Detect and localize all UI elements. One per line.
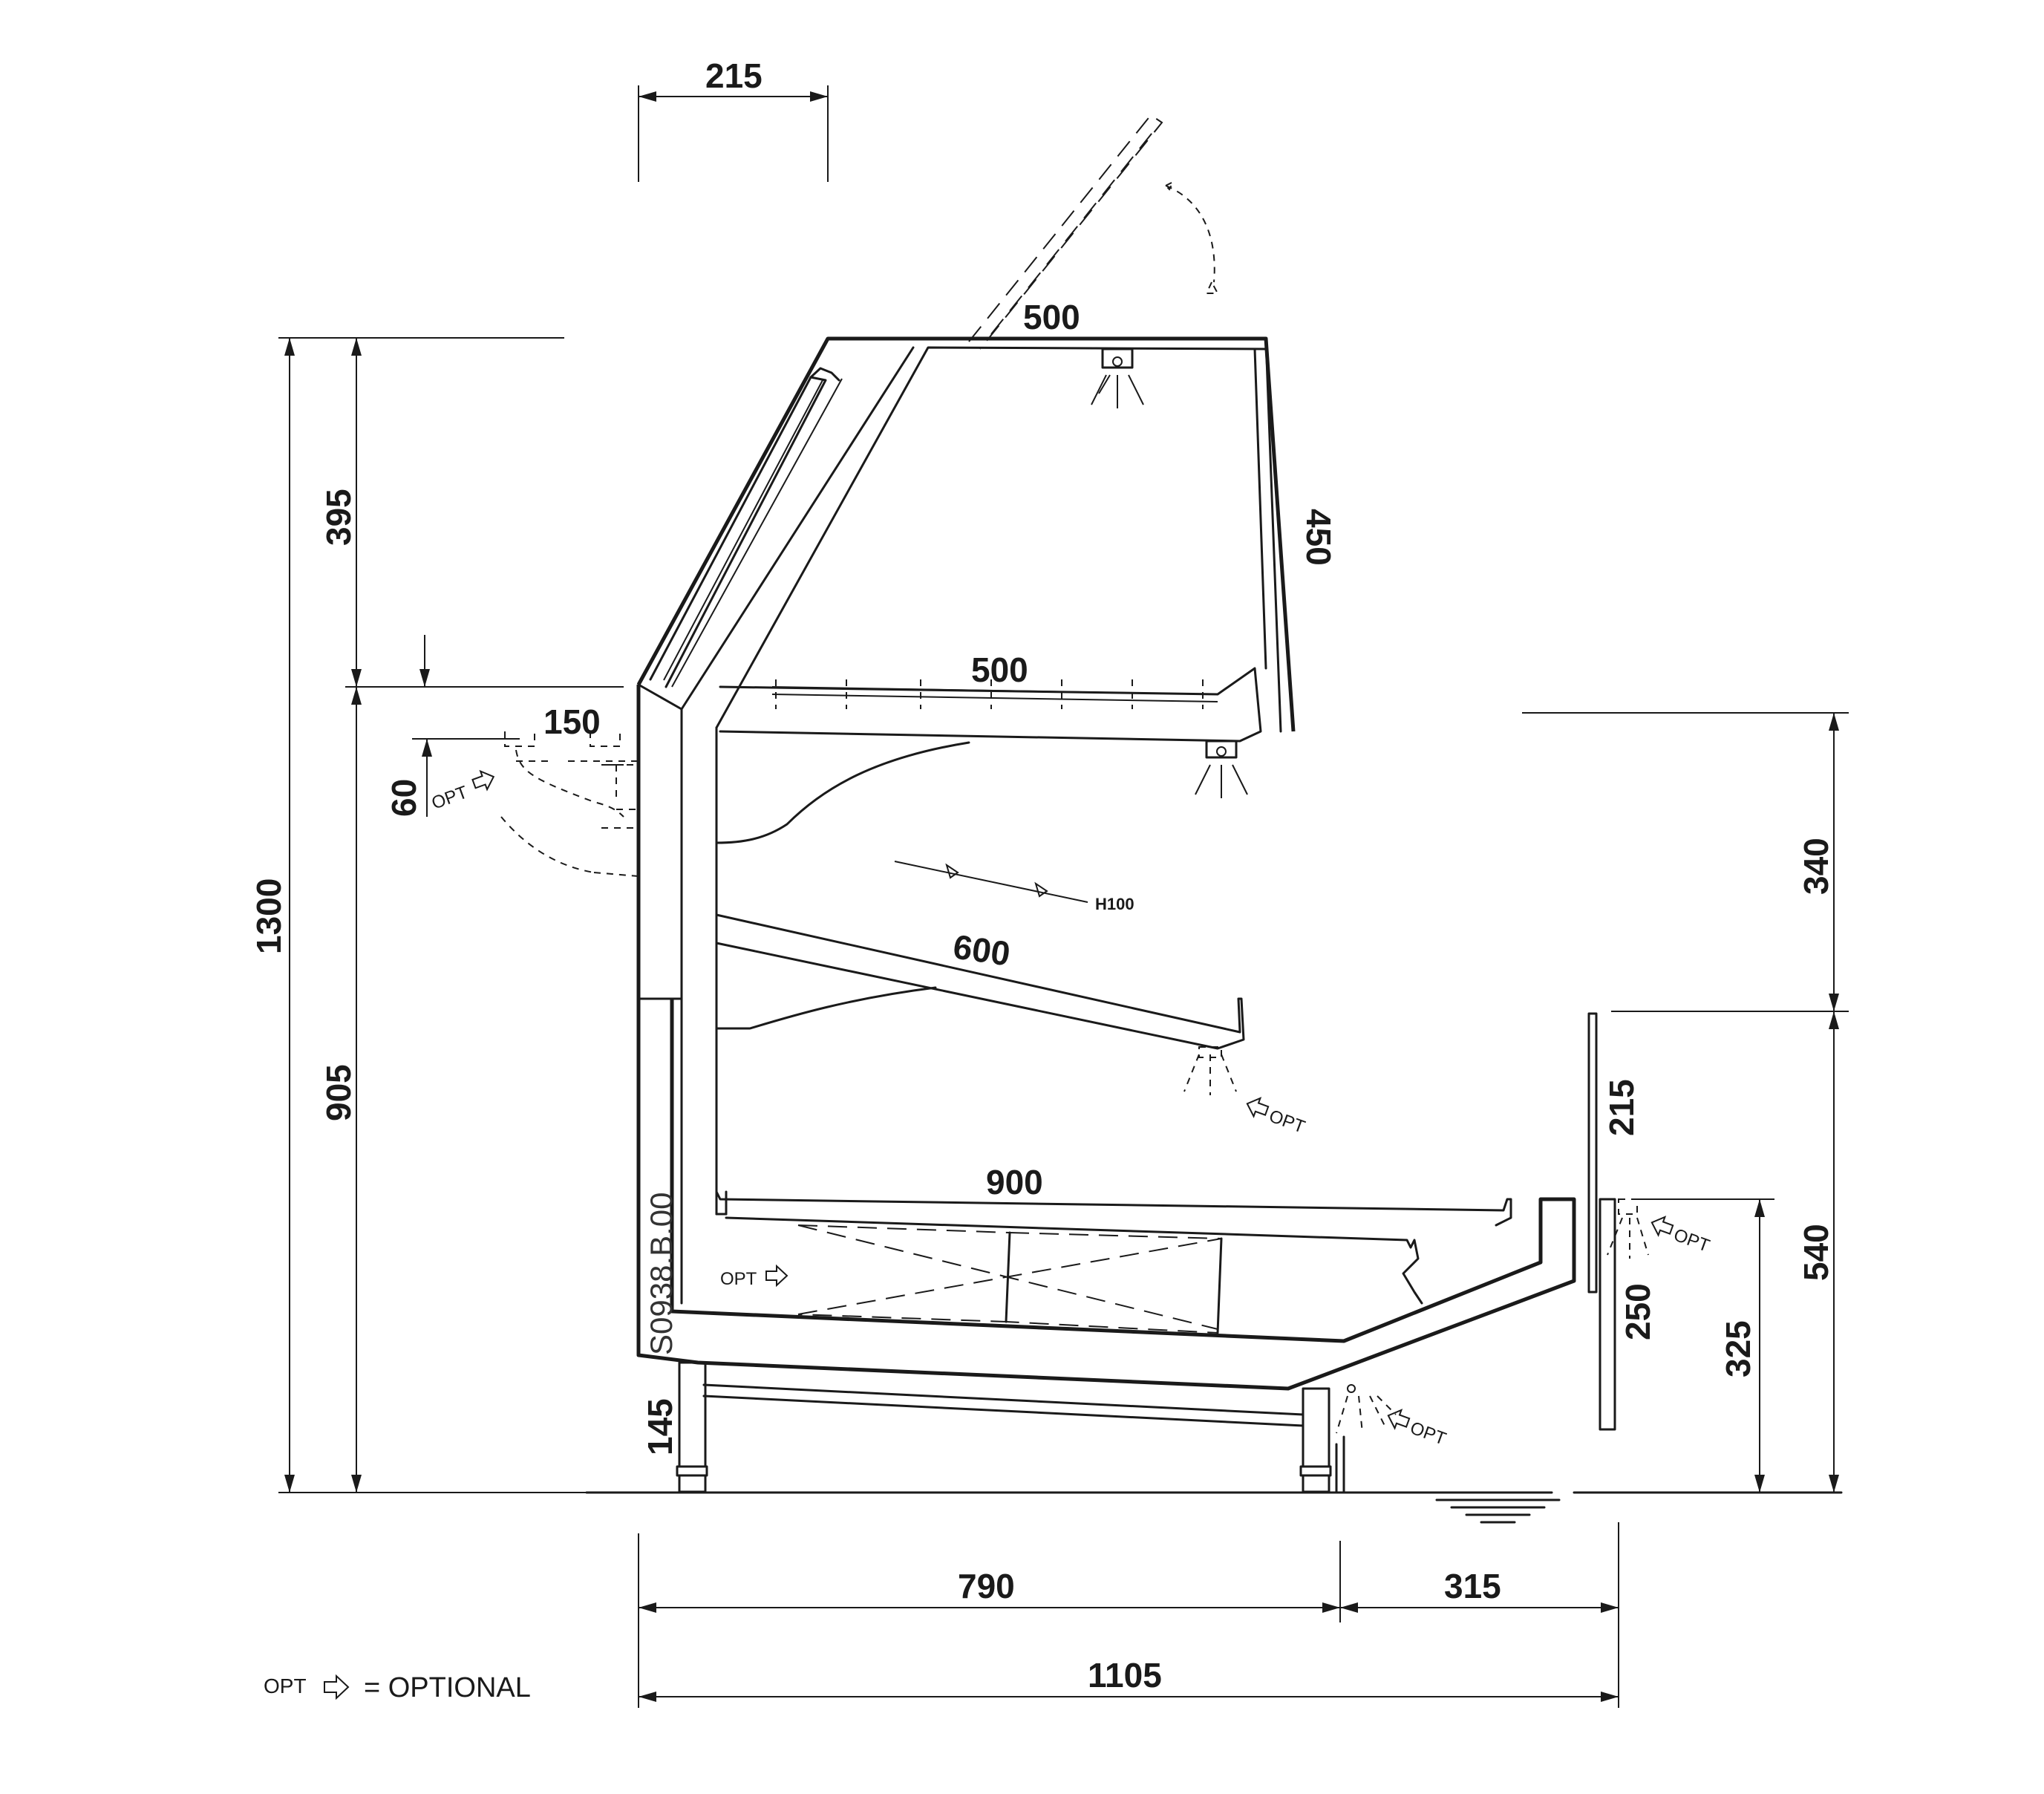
- dimension-labels: 215 500 450 500 150 60 600 900 1300 395 …: [249, 56, 1835, 1694]
- legend-opt-arrow-icon: [324, 1674, 350, 1700]
- dim-315: 315: [1444, 1567, 1501, 1605]
- dim-450-slope: 450: [1299, 509, 1338, 566]
- dimension-lines: [278, 85, 1849, 1708]
- dim-145: 145: [641, 1398, 679, 1455]
- load-line-h100: H100: [894, 861, 1134, 913]
- optional-canopy: [500, 114, 1219, 877]
- base-tank: [715, 1190, 1512, 1334]
- middle-shelf: [715, 913, 1245, 1050]
- dim-540: 540: [1797, 1224, 1835, 1281]
- dim-905: 905: [319, 1064, 358, 1121]
- opt-arrow-icon: [765, 1264, 788, 1288]
- front-panel: [1587, 1012, 1616, 1431]
- opt-label-right-tank: OPT: [1671, 1224, 1713, 1256]
- opt-label-mid-right: OPT: [1267, 1106, 1308, 1137]
- opt-arrow-icon: [1650, 1216, 1674, 1237]
- dim-250: 250: [1619, 1283, 1657, 1340]
- dim-60: 60: [385, 779, 423, 817]
- h100-label: H100: [1095, 895, 1134, 913]
- legs: [585, 1361, 1843, 1524]
- dim-395: 395: [319, 489, 358, 546]
- legend-opt-label: OPT: [264, 1674, 307, 1697]
- dim-215-right: 215: [1602, 1079, 1641, 1136]
- dim-325: 325: [1719, 1320, 1757, 1377]
- opt-label-tank: OPT: [720, 1269, 757, 1289]
- top-shelf: [715, 667, 1262, 844]
- dim-340: 340: [1797, 838, 1835, 895]
- dim-150: 150: [543, 702, 601, 741]
- legend-optional-text: = OPTIONAL: [364, 1672, 531, 1703]
- dim-790: 790: [958, 1567, 1015, 1605]
- cabinet-outline: [636, 336, 1576, 1391]
- drawing-code: S0938.B.00: [644, 1192, 679, 1355]
- opt-label-under-base: OPT: [1408, 1418, 1449, 1449]
- opt-arrow-icon: [1387, 1409, 1411, 1430]
- dim-500-shelf: 500: [971, 650, 1028, 689]
- legend: OPT = OPTIONAL: [264, 1672, 531, 1703]
- opt-markers: OPT OPT OPT OPT OPT: [429, 769, 1713, 1449]
- dim-215-top: 215: [705, 56, 763, 95]
- opt-arrow-icon: [1246, 1097, 1270, 1118]
- opt-label-top-left: OPT: [429, 782, 471, 813]
- dim-1105: 1105: [1088, 1656, 1162, 1694]
- dim-900-base: 900: [986, 1163, 1043, 1201]
- dim-1300: 1300: [249, 878, 288, 954]
- light-fixtures: [1091, 348, 1649, 1434]
- dim-600-shelf: 600: [951, 927, 1013, 973]
- dim-500-top: 500: [1023, 298, 1080, 336]
- opt-arrow-icon: [471, 769, 495, 792]
